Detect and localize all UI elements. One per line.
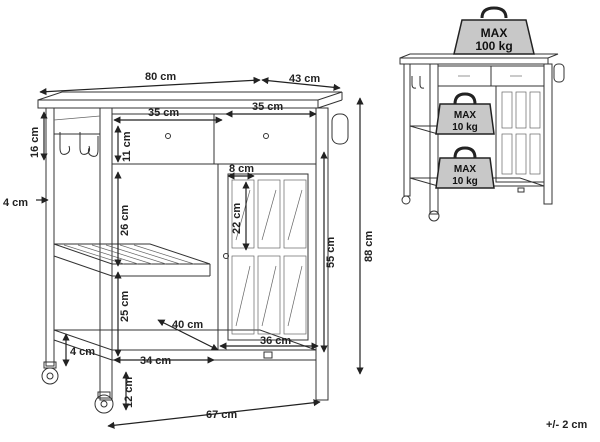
dim-shelf-depth: 40 cm bbox=[172, 319, 203, 331]
main-cart-drawing bbox=[37, 91, 349, 414]
dim-shelf-upper: 26 cm bbox=[119, 205, 131, 236]
tolerance-note: +/- 2 cm bbox=[546, 419, 587, 431]
dim-base-width: 67 cm bbox=[206, 409, 237, 421]
dim-shelf-lower: 25 cm bbox=[119, 291, 131, 322]
weight-icon-shelf: MAX 10 kg bbox=[435, 92, 495, 135]
dim-top-to-hooks: 16 cm bbox=[29, 127, 41, 158]
dim-door-height: 55 cm bbox=[325, 237, 337, 268]
weight-top-max: MAX bbox=[481, 26, 508, 40]
weight-icon-lower: MAX 10 kg bbox=[435, 146, 495, 189]
dim-drawer-right: 35 cm bbox=[252, 101, 283, 113]
weight-lower-value: 10 kg bbox=[452, 176, 478, 187]
dimension-lines bbox=[36, 76, 364, 429]
dim-total-width: 80 cm bbox=[145, 71, 176, 83]
dim-depth: 43 cm bbox=[289, 73, 320, 85]
dim-cabinet-width: 8 cm bbox=[229, 163, 254, 175]
dimension-labels: 80 cm 43 cm 35 cm 35 cm 16 cm 11 cm 4 cm… bbox=[3, 71, 375, 421]
dim-leg-height: 12 cm bbox=[123, 377, 135, 408]
weight-icon-top: MAX 100 kg bbox=[453, 6, 535, 55]
dim-side-gap: 4 cm bbox=[3, 197, 28, 209]
weight-top-value: 100 kg bbox=[475, 39, 512, 53]
weight-shelf-value: 10 kg bbox=[452, 122, 478, 133]
weight-shelf-max: MAX bbox=[454, 110, 477, 121]
dim-cabinet-height: 22 cm bbox=[231, 203, 243, 234]
dim-drawer-left: 35 cm bbox=[148, 107, 179, 119]
dim-drawer-height: 11 cm bbox=[121, 131, 133, 162]
dim-door-width: 36 cm bbox=[260, 335, 291, 347]
weight-lower-max: MAX bbox=[454, 164, 477, 175]
dim-bottom-gap: 4 cm bbox=[70, 346, 95, 358]
dim-bottom-shelf-width: 34 cm bbox=[140, 355, 171, 367]
small-cart-drawing bbox=[399, 53, 565, 222]
dim-total-height: 88 cm bbox=[363, 231, 375, 262]
